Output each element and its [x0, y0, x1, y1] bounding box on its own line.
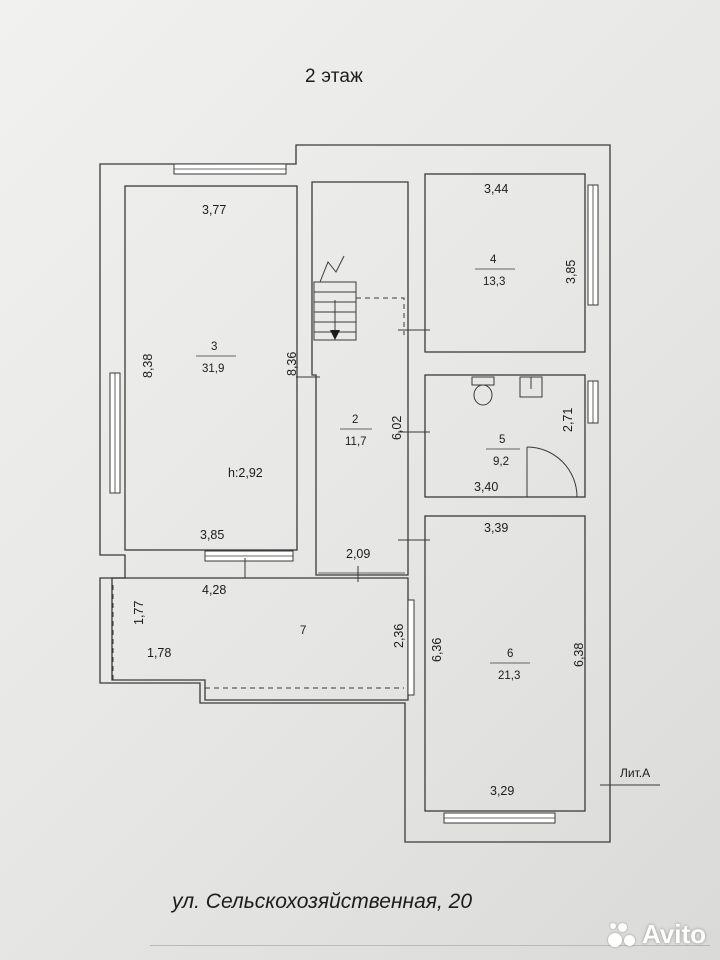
toilet-icon	[471, 376, 495, 386]
dim-room6-left: 6,36	[430, 638, 444, 662]
room-2-number: 2	[352, 414, 358, 426]
room-7-outline	[111, 577, 409, 701]
stair-arrow-icon	[330, 330, 340, 340]
address-caption: ул. Сельскохозяйственная, 20	[172, 890, 473, 913]
room-4-outline	[424, 173, 586, 353]
room-6-area: 21,3	[498, 670, 520, 682]
room-5-outline	[424, 374, 586, 498]
avito-logo-icon	[607, 921, 636, 949]
avito-watermark: Avito	[607, 919, 706, 950]
avito-watermark-text: Avito	[641, 919, 706, 949]
dim-room3-outer: 4,28	[202, 583, 226, 597]
door-swing-arc	[526, 446, 578, 498]
dim-room7-bottom: 1,78	[147, 646, 171, 660]
dim-room3-top: 3,77	[202, 203, 226, 217]
dim-room4-top: 3,44	[484, 182, 508, 196]
room-2-area: 11,7	[345, 436, 367, 448]
dim-room4-right: 3,85	[564, 260, 578, 284]
dim-room2-right: 6,02	[390, 416, 404, 440]
dim-room2-bottom: 2,09	[346, 547, 370, 561]
room-3-outline	[124, 185, 298, 551]
dim-room6-right: 6,38	[572, 643, 586, 667]
dim-room3-right: 8,36	[285, 352, 299, 376]
room-6-number: 6	[507, 648, 513, 660]
dim-room3-bottom: 3,85	[200, 528, 224, 542]
room-5-number: 5	[499, 434, 505, 446]
dim-room6-top: 3,39	[484, 521, 508, 535]
room-3-area: 31,9	[202, 363, 224, 375]
dim-room7-left: 1,77	[132, 601, 146, 625]
room-5-area: 9,2	[493, 456, 509, 468]
room-4-number: 4	[490, 254, 497, 266]
room-7-number: 7	[300, 625, 306, 637]
dim-room6-bottom: 3,29	[490, 784, 514, 798]
room-2-outline	[311, 181, 409, 576]
dim-room5-bottom: 3,40	[474, 480, 498, 494]
window-room7-right	[407, 599, 415, 696]
dim-room3-height: h:2,92	[228, 466, 263, 480]
outer-wall	[99, 144, 611, 843]
room-3-number: 3	[211, 341, 217, 353]
dim-room3-left: 8,38	[141, 354, 155, 378]
room-4-area: 13,3	[483, 276, 505, 288]
room-6-outline	[424, 515, 586, 812]
floor-title: 2 этаж	[305, 66, 364, 87]
dim-room7-right: 2,36	[392, 624, 406, 648]
lit-label: Лит.А	[620, 766, 651, 780]
stair-dashed	[356, 297, 405, 335]
dim-room5-right: 2,71	[561, 408, 575, 432]
bottom-rule	[150, 945, 710, 946]
